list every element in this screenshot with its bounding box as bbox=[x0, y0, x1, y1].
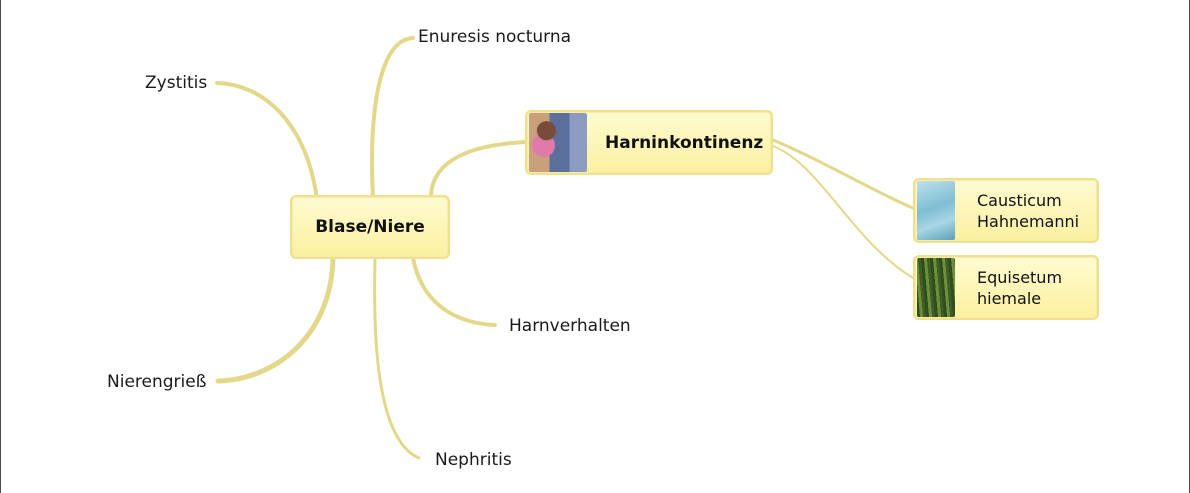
harninkontinenz-label: Harninkontinenz bbox=[605, 132, 764, 153]
branch-nephritis bbox=[373, 258, 421, 460]
branch-enuresis bbox=[370, 36, 415, 199]
topic-zystitis[interactable]: Zystitis bbox=[145, 73, 208, 93]
remedy-node-equisetum[interactable]: Equisetum hiemale bbox=[913, 255, 1099, 320]
topic-nierengriess[interactable]: Nierengrieß bbox=[107, 372, 207, 392]
topic-harnverhalten[interactable]: Harnverhalten bbox=[509, 316, 631, 336]
branch-causticum bbox=[771, 138, 915, 210]
topic-nephritis[interactable]: Nephritis bbox=[435, 450, 512, 470]
central-topic-node[interactable]: Blase/Niere bbox=[290, 195, 450, 259]
branch-nierengriess bbox=[215, 255, 336, 384]
central-topic-label: Blase/Niere bbox=[315, 217, 425, 237]
child-and-adult-photo bbox=[529, 113, 587, 172]
remedy-causticum-line1: Causticum bbox=[977, 190, 1062, 210]
branch-equisetum bbox=[772, 145, 914, 279]
remedy-causticum-line2: Hahnemanni bbox=[977, 211, 1080, 231]
branch-harninkontinenz bbox=[429, 140, 527, 197]
branch-zystitis bbox=[215, 81, 319, 201]
water-photo bbox=[917, 181, 955, 240]
remedy-label-equisetum: Equisetum hiemale bbox=[977, 267, 1062, 309]
topic-enuresis-nocturna[interactable]: Enuresis nocturna bbox=[418, 27, 572, 47]
remedy-node-causticum[interactable]: Causticum Hahnemanni bbox=[913, 178, 1099, 243]
harninkontinenz-node[interactable]: Harninkontinenz bbox=[525, 110, 773, 175]
remedy-label-causticum: Causticum Hahnemanni bbox=[977, 190, 1079, 232]
branch-harnverhalten bbox=[411, 256, 497, 327]
horsetail-plant-photo bbox=[917, 258, 955, 317]
remedy-equisetum-line1: Equisetum bbox=[977, 267, 1063, 287]
remedy-equisetum-line2: hiemale bbox=[977, 288, 1042, 308]
